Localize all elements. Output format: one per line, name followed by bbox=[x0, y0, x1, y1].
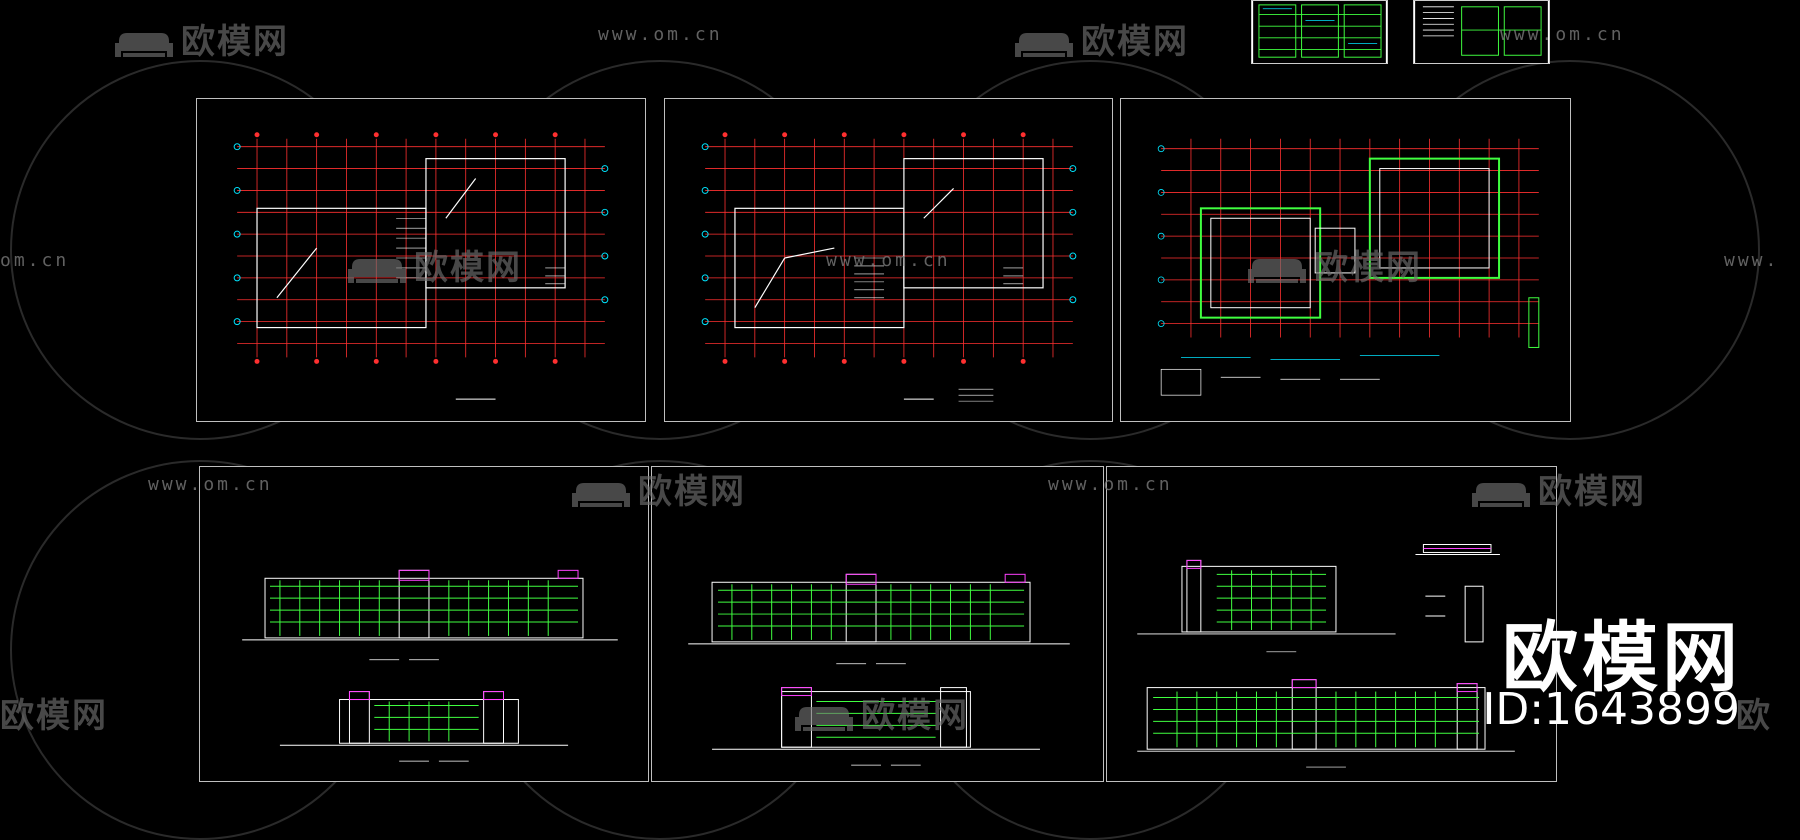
watermark-url: www.om.cn bbox=[1500, 24, 1625, 45]
drawing-sheet-floor-plan-3 bbox=[1120, 98, 1571, 422]
watermark-brand: 欧模网 bbox=[1472, 464, 1646, 513]
sofa-logo-icon bbox=[348, 258, 406, 283]
drawing-sheet-floor-plan-1 bbox=[196, 98, 646, 422]
floor-plan-drawing bbox=[1157, 138, 1540, 396]
watermark-url-cut-right: www. bbox=[1724, 250, 1780, 271]
thumbnail-sheet-1 bbox=[1251, 0, 1388, 64]
watermark-brand: 欧模网 bbox=[572, 464, 746, 513]
sofa-logo-icon bbox=[795, 706, 853, 731]
thumbnail-sheet-2 bbox=[1413, 0, 1550, 64]
watermark-url: www.om.cn bbox=[148, 474, 273, 495]
watermark-url: www.om.cn bbox=[598, 24, 723, 45]
drawing-sheet-elevation-section bbox=[1106, 466, 1557, 782]
thumbnail-drawing bbox=[1253, 1, 1386, 63]
watermark-brand: 欧模网 bbox=[115, 14, 289, 63]
thumbnail-drawing bbox=[1415, 1, 1548, 63]
elevation-drawing bbox=[688, 573, 1070, 766]
floor-plan-drawing bbox=[701, 132, 1077, 402]
watermark-brand-cut: 欧 bbox=[1736, 696, 1772, 736]
watermark-brand: 欧模网 bbox=[795, 688, 969, 737]
sofa-logo-icon bbox=[1015, 32, 1073, 57]
watermark-brand: 欧模网 bbox=[348, 240, 522, 289]
watermark-url: www.om.cn bbox=[1048, 474, 1173, 495]
sofa-logo-icon bbox=[572, 482, 630, 507]
watermark-brand: 欧模网 bbox=[1248, 240, 1422, 289]
watermark-brand: 欧模网 bbox=[1015, 14, 1189, 63]
sofa-logo-icon bbox=[1472, 482, 1530, 507]
model-id: ID:1643899 bbox=[1482, 684, 1740, 735]
sofa-logo-icon bbox=[115, 32, 173, 57]
watermark-url: www.om.cn bbox=[826, 250, 951, 271]
drawing-sheet-floor-plan-2 bbox=[664, 98, 1113, 422]
elevation-drawing bbox=[1137, 544, 1515, 768]
brand-name: 欧模网 bbox=[1502, 613, 1742, 702]
watermark-url-cut: om.cn bbox=[0, 250, 70, 271]
sofa-logo-icon bbox=[1248, 258, 1306, 283]
watermark-brand: 欧模网 bbox=[0, 696, 108, 736]
drawing-sheet-elevation-2 bbox=[651, 466, 1104, 782]
drawing-sheet-elevation-1 bbox=[199, 466, 649, 782]
elevation-drawing bbox=[242, 569, 618, 762]
